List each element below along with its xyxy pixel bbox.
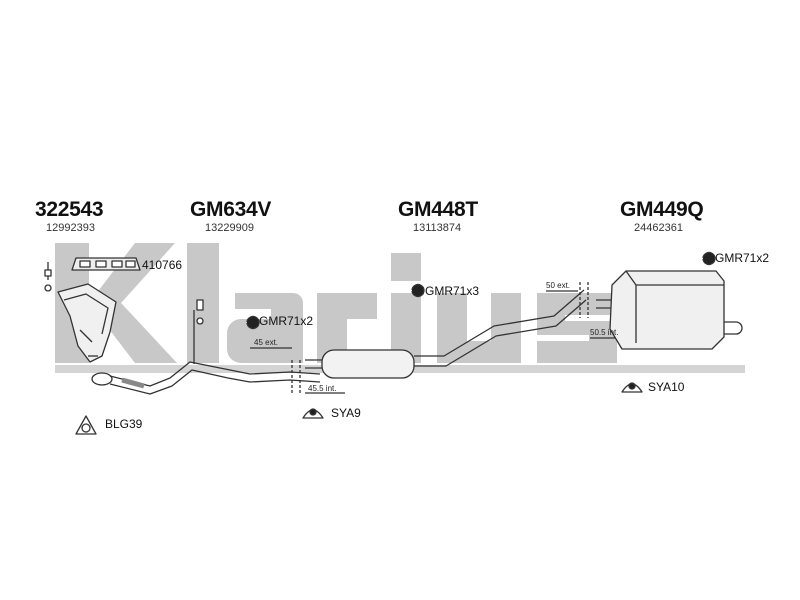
rubber-mount-mid-label: SYA9 xyxy=(331,406,361,420)
front-joint-markers xyxy=(250,347,345,395)
part-number-322543: 322543 xyxy=(35,198,104,221)
oe-number-gm634v: 13229909 xyxy=(205,222,254,234)
part-number-gm634v: GM634V xyxy=(190,198,272,221)
manifold-gasket-label: 410766 xyxy=(142,258,183,272)
part-number-gm448t: GM448T xyxy=(398,198,478,221)
oe-number-gm448t: 13113874 xyxy=(413,222,462,234)
clamp-icon-rear-drawing xyxy=(702,251,716,266)
rubber-mount-icon-rear-drawing xyxy=(621,382,643,393)
front-int-dimension: 45.5 int. xyxy=(308,384,337,393)
clamp-mid-label: GMR71x3 xyxy=(425,284,480,298)
oe-number-322543: 12992393 xyxy=(46,222,95,234)
middle-silencer-drawing xyxy=(305,289,587,379)
stud-left-drawing xyxy=(44,262,52,292)
rear-ext-dimension: 50 ext. xyxy=(546,281,571,290)
catalytic-converter-drawing xyxy=(57,283,117,363)
oe-number-gm449q: 24462361 xyxy=(634,222,683,234)
flange-gasket-label: BLG39 xyxy=(105,417,143,431)
clamp-icon-mid-drawing xyxy=(411,283,425,298)
flange-gasket-icon-drawing xyxy=(75,415,97,435)
clamp-rear-label: GMR71x2 xyxy=(715,251,770,265)
rear-int-dimension: 50.5 int. xyxy=(590,328,619,337)
rubber-mount-rear-label: SYA10 xyxy=(648,380,685,394)
front-pipe-drawing xyxy=(91,299,321,395)
part-number-gm449q: GM449Q xyxy=(620,198,704,221)
clamp-icon-front-drawing xyxy=(246,315,260,330)
rear-silencer-drawing xyxy=(596,270,743,350)
front-ext-dimension: 45 ext. xyxy=(254,338,279,347)
manifold-gasket-drawing xyxy=(71,257,141,271)
rubber-mount-icon-mid-drawing xyxy=(302,408,324,419)
clamp-front-label: GMR71x2 xyxy=(259,314,314,328)
